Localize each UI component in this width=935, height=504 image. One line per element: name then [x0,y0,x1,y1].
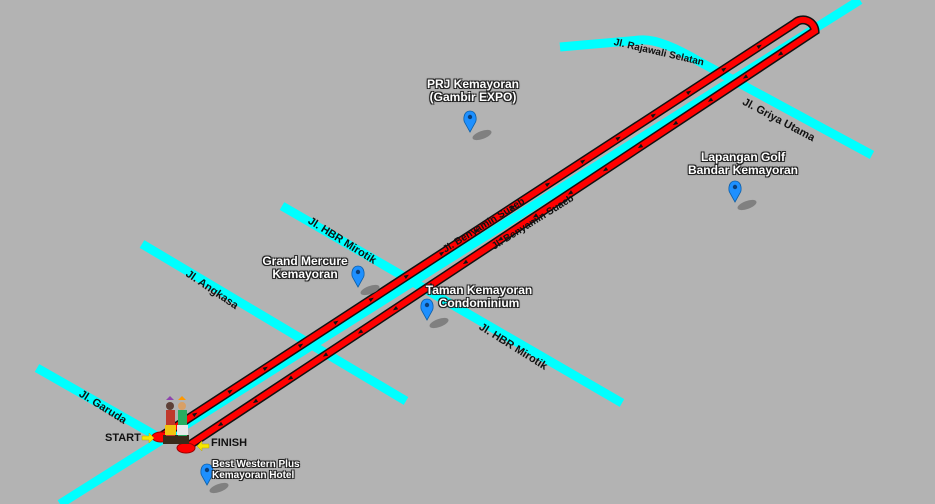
route-arrow [252,398,259,404]
poi-mercure-line2: Kemayoran [272,267,338,281]
route-arrow [287,375,294,380]
route-arrow [192,412,198,418]
route-arrow [672,120,679,126]
road-rajawali-selatan [559,35,641,52]
route-arrow [777,51,784,56]
route-arrow [742,74,749,79]
route-arrow [497,236,504,241]
race-route [157,15,820,452]
poi-best-western-line2: Kemayoran Hotel [212,470,295,481]
road-hbr-mirotik [279,202,625,407]
road-angkasa [139,240,409,405]
route-arrow [567,190,574,195]
route-arrow [721,67,727,73]
route-arrow [322,352,329,357]
poi-golf-line2: Bandar Kemayoran [687,163,799,177]
poi-prj-kemayoran: PRJ Kemayoran (Gambir EXPO) [418,78,528,104]
route-arrow [392,305,399,311]
route-arrow [650,113,656,119]
route-arrow [462,259,469,265]
poi-taman-kemayoran: Taman Kemayoran Condominium [414,284,544,310]
poi-taman-line1: Taman Kemayoran [425,283,533,297]
mascot-figures-icon [163,396,189,444]
route-arrow [262,366,268,372]
route-arrow [403,274,409,280]
route-arrow [217,421,224,427]
road-griya-utama [639,35,875,159]
poi-lapangan-golf: Lapangan Golf Bandar Kemayoran [676,151,810,177]
route-direction-arrows [192,44,784,427]
map-pin-icon[interactable] [728,180,759,213]
route-arrow [439,251,445,257]
route-arrow [368,297,374,303]
route-arrow [357,329,364,334]
route-arrow [333,320,339,326]
route-arrow [615,136,621,142]
yellow-arrow-icon [141,432,210,452]
route-arrow [707,97,714,102]
map-pin-icon[interactable] [463,110,494,143]
finish-point [176,442,196,454]
poi-prj-line2: (Gambir EXPO) [429,90,517,104]
finish-label: FINISH [211,437,248,449]
poi-taman-line2: Condominium [438,296,520,310]
poi-golf-line1: Lapangan Golf [701,150,785,164]
route-arrow [509,205,515,211]
poi-grand-mercure: Grand Mercure Kemayoran [252,255,358,281]
route-arrow [637,143,644,149]
poi-mercure-line1: Grand Mercure [262,254,348,268]
route-arrow [227,389,233,395]
start-label: START [105,432,141,444]
route-arrow [686,90,692,96]
poi-best-western: Best Western Plus Kemayoran Hotel [212,459,300,481]
route-arrow [532,213,539,218]
route-arrow [756,44,762,50]
road-garuda [34,364,163,442]
route-arrow [474,228,480,234]
route-arrow [580,159,586,165]
poi-best-western-line1: Best Western Plus [212,459,300,470]
route-arrow [297,343,304,349]
route-arrow [427,282,434,288]
route-arrow [544,182,551,188]
poi-prj-line1: PRJ Kemayoran [426,77,520,91]
route-arrow [602,166,609,172]
route-inner [158,16,819,451]
